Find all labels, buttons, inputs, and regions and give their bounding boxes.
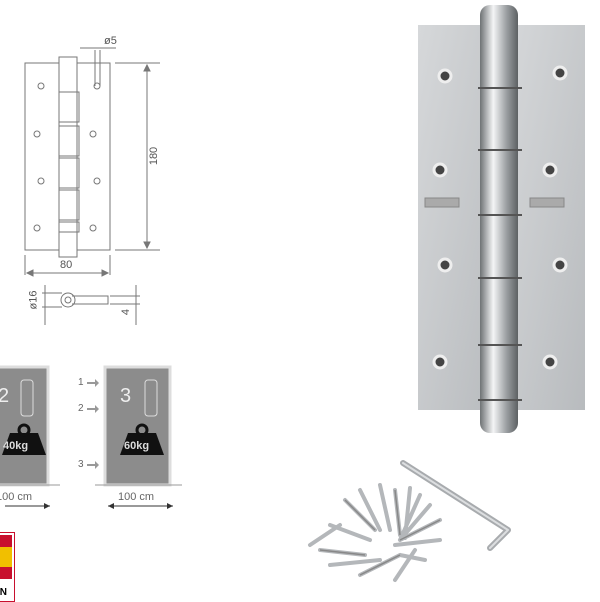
installation-diagram — [0, 365, 182, 509]
panel-left-weight: 40kg — [3, 440, 29, 452]
position-3: 3 — [78, 459, 84, 470]
panel-left-hinge-count: 2 — [0, 385, 10, 407]
position-2: 2 — [78, 403, 84, 414]
panel-right-width: 100 cm — [118, 491, 155, 503]
flag-badge-text: IN — [0, 587, 7, 598]
panel-right-weight: 60kg — [124, 440, 150, 452]
country-flag-badge — [0, 532, 15, 602]
panel-right-hinge-count: 3 — [120, 385, 132, 407]
technical-drawing — [24, 47, 160, 325]
width-label: 80 — [60, 259, 73, 271]
pin-diameter-label: ø5 — [104, 35, 117, 47]
panel-left-width: 100 cm — [0, 491, 33, 503]
position-1: 1 — [78, 377, 84, 388]
